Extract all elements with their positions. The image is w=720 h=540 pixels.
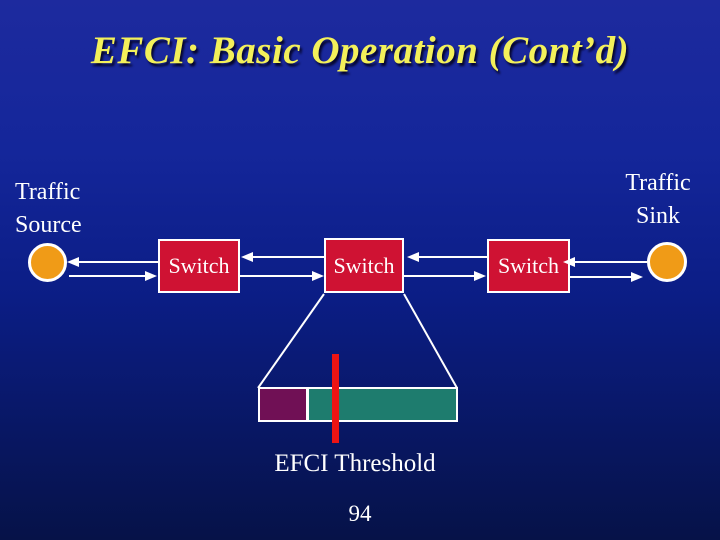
link-back-sw3-sink [575,261,647,263]
traffic-source-label: Traffic Source [15,176,82,242]
link-back-sw2-sw3 [419,256,487,258]
page-number: 94 [348,501,372,526]
switch-2-label: Switch [333,252,395,278]
link-back-source-sw1 [78,261,158,263]
arrowhead-right-icon [312,271,324,281]
arrowhead-left-icon [563,257,575,267]
switch-node-3: Switch [487,239,570,293]
funnel-left-line [257,293,325,389]
link-fwd-sw1-sw2 [240,275,312,277]
switch-1-label: Switch [168,253,230,278]
arrowhead-right-icon [145,271,157,281]
traffic-sink-node [647,242,687,282]
efci-threshold-marker [332,354,339,443]
arrowhead-left-icon [407,252,419,262]
traffic-source-line2: Source [15,212,82,238]
efci-threshold-label: EFCI Threshold [274,450,436,477]
arrowhead-right-icon [474,271,486,281]
link-back-sw1-sw2 [253,256,324,258]
buffer-funnel-lines [257,293,458,389]
link-fwd-source-sw1 [69,275,145,277]
link-fwd-sw3-sink [570,276,631,278]
funnel-right-line [403,293,458,389]
switch-node-1: Switch [158,239,240,293]
switch-3-label: Switch [497,253,560,278]
arrowhead-left-icon [67,257,79,267]
traffic-sink-label: Traffic Sink [598,167,718,233]
buffer-occupied-segment [260,389,309,420]
traffic-source-node [28,243,67,282]
slide-title: EFCI: Basic Operation (Cont’d) [90,29,630,72]
switch-node-2: Switch [324,238,404,293]
link-fwd-sw2-sw3 [404,275,474,277]
arrowhead-right-icon [631,272,643,282]
traffic-sink-line2: Sink [635,203,680,229]
switch-buffer [258,387,458,422]
arrowhead-left-icon [241,252,253,262]
traffic-source-line1: Traffic [15,179,81,205]
traffic-sink-line1: Traffic [625,170,691,196]
